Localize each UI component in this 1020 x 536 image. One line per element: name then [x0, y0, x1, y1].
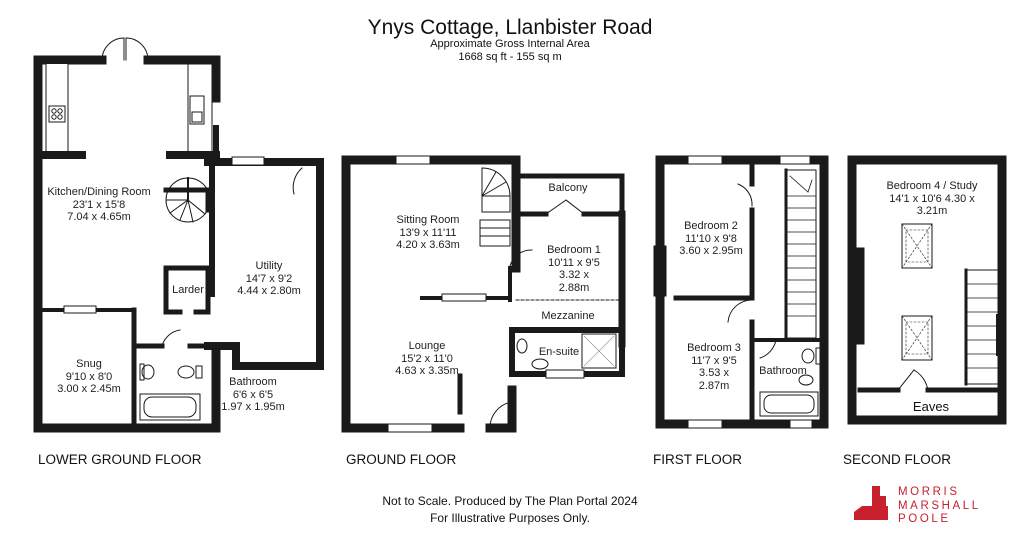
room-imperial: 13'9 x 11'11 — [399, 226, 457, 239]
room-name: Balcony — [548, 182, 588, 194]
room-imperial: 10'11 x 9'5 — [548, 256, 600, 269]
room-balcony: Balcony — [536, 182, 600, 195]
room-metric: 3.21m — [916, 205, 948, 218]
room-bedroom1: Bedroom 1 10'11 x 9'5 3.32 x 2.88m — [534, 244, 614, 295]
room-bedroom3: Bedroom 3 11'7 x 9'5 3.53 x 2.87m — [676, 342, 752, 393]
room-lounge: Lounge 15'2 x 11'0 4.63 x 3.35m — [382, 340, 472, 378]
room-snug: Snug 9'10 x 8'0 3.00 x 2.45m — [44, 358, 134, 396]
room-imperial: 14'7 x 9'2 — [245, 272, 293, 285]
room-name: Sitting Room — [396, 214, 460, 226]
ground-floor-plan — [341, 155, 626, 433]
company-logo: MORRIS MARSHALL POOLE — [898, 486, 981, 527]
logo-line-3: POOLE — [898, 513, 951, 525]
room-name: Kitchen/Dining Room — [47, 186, 151, 198]
room-larder: Larder — [168, 284, 208, 297]
room-imperial: 23'1 x 15'8 — [72, 198, 126, 211]
room-metric: 3.60 x 2.95m — [679, 245, 743, 258]
room-metric: 3.32 x — [559, 269, 589, 282]
room-metric: 2.88m — [558, 281, 590, 294]
company-logo-mark — [854, 486, 888, 520]
room-metric: 4.44 x 2.80m — [237, 285, 301, 298]
room-imperial: 6'6 x 6'5 — [232, 388, 274, 401]
room-metric: 2.87m — [698, 379, 730, 392]
disclaimer-line-1: Not to Scale. Produced by The Plan Porta… — [382, 494, 638, 508]
room-name: Utility — [255, 260, 283, 272]
room-imperial: 11'10 x 9'8 — [685, 232, 737, 245]
logo-line-2: MARSHALL — [898, 499, 981, 512]
room-bedroom4: Bedroom 4 / Study 14'1 x 10'6 4.30 x 3.2… — [866, 180, 998, 218]
room-sitting: Sitting Room 13'9 x 11'11 4.20 x 3.63m — [380, 214, 476, 252]
room-imperial: 9'10 x 8'0 — [65, 370, 113, 383]
room-metric: 7.04 x 4.65m — [67, 211, 131, 224]
room-imperial: 11'7 x 9'5 — [691, 354, 737, 367]
floor-label-first: FIRST FLOOR — [653, 452, 743, 467]
room-bathroom-lower: Bathroom 6'6 x 6'5 1.97 x 1.95m — [218, 376, 288, 414]
room-name: En-suite — [538, 346, 580, 358]
room-name: Eaves — [912, 399, 950, 414]
room-metric: 3.00 x 2.45m — [57, 383, 121, 396]
room-name: Bedroom 1 — [547, 244, 601, 256]
room-ensuite: En-suite — [532, 346, 586, 359]
floor-label-ground: GROUND FLOOR — [346, 452, 457, 467]
room-name: Lounge — [408, 340, 446, 352]
room-metric: 1.97 x 1.95m — [221, 401, 285, 414]
room-utility: Utility 14'7 x 9'2 4.44 x 2.80m — [224, 260, 314, 298]
room-metric: 3.53 x — [699, 367, 729, 380]
first-floor-plan — [653, 155, 829, 429]
floor-label-lower-ground: LOWER GROUND FLOOR — [38, 452, 202, 467]
room-name: Bedroom 4 / Study — [886, 180, 978, 192]
room-name: Larder — [172, 284, 204, 296]
disclaimer-line-2: For Illustrative Purposes Only. — [430, 511, 590, 525]
room-name: Mezzanine — [541, 310, 595, 322]
room-mezzanine: Mezzanine — [530, 310, 606, 323]
room-name: Bathroom — [229, 376, 277, 388]
room-metric: 4.20 x 3.63m — [396, 239, 460, 252]
room-name: Bedroom 3 — [687, 342, 741, 354]
room-imperial: 15'2 x 11'0 — [401, 352, 453, 365]
room-bedroom2: Bedroom 2 11'10 x 9'8 3.60 x 2.95m — [670, 220, 752, 258]
room-imperial: 14'1 x 10'6 4.30 x — [889, 192, 975, 205]
room-name: Snug — [76, 358, 102, 370]
page-subtitle: Approximate Gross Internal Area — [430, 38, 590, 50]
room-name: Bathroom — [759, 365, 807, 377]
room-bathroom-first: Bathroom — [756, 365, 810, 378]
room-metric: 4.63 x 3.35m — [395, 365, 459, 378]
area-summary: 1668 sq ft - 155 sq m — [458, 51, 562, 63]
room-kitchen: Kitchen/Dining Room 23'1 x 15'8 7.04 x 4… — [44, 186, 154, 224]
page-title: Ynys Cottage, Llanbister Road — [367, 16, 653, 39]
logo-line-1: MORRIS — [898, 486, 960, 498]
second-floor-plan — [847, 155, 1007, 425]
room-name: Bedroom 2 — [684, 220, 738, 232]
room-eaves: Eaves — [896, 399, 966, 415]
floor-label-second: SECOND FLOOR — [843, 452, 952, 467]
lower-ground-floor-plan — [33, 37, 324, 433]
